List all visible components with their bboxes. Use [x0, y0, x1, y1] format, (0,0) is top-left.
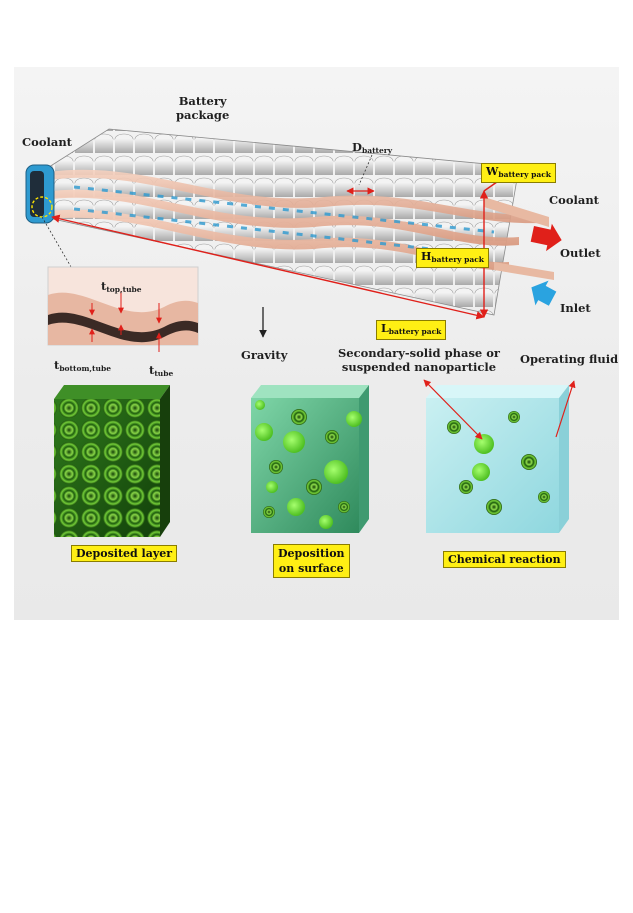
- inlet-label: Inlet: [560, 301, 591, 315]
- t-top-tube-label: ttop,tube: [101, 279, 142, 294]
- length-arrow: [51, 214, 485, 320]
- coolant-right-label: Coolant: [549, 193, 599, 207]
- operating-fluid-label: Operating fluid: [520, 352, 619, 366]
- deposition-surface-label: Deposition on surface: [273, 544, 350, 578]
- t-tube-label: ttube: [149, 363, 174, 378]
- chemical-reaction-cube: [426, 385, 569, 533]
- deposited-layer-label: Deposited layer: [71, 545, 178, 562]
- figure-artwork: [25, 128, 576, 537]
- coolant-left-label: Coolant: [22, 135, 72, 149]
- l-battery-pack-label: Lbattery pack: [376, 320, 447, 340]
- deposition-surface-cube: [251, 385, 369, 533]
- outlet-label: Outlet: [560, 246, 601, 260]
- w-battery-pack-label: Wbattery pack: [481, 163, 556, 183]
- secondary-phase-label: Secondary-solid phase or suspended nanop…: [338, 346, 500, 374]
- deposited-layer-cube: [54, 385, 170, 537]
- battery-package-label: Battery package: [176, 94, 230, 122]
- chemical-reaction-label: Chemical reaction: [443, 551, 566, 568]
- inlet-arrow: [531, 280, 557, 306]
- h-battery-pack-label: Hbattery pack: [416, 248, 489, 268]
- gravity-label: Gravity: [241, 348, 288, 362]
- figure-canvas: Battery package Coolant Coolant Outlet I…: [14, 67, 619, 620]
- outlet-arrow: [530, 223, 562, 252]
- tube-cross-section-inset: [47, 266, 199, 352]
- t-bottom-tube-label: tbottom,tube: [54, 358, 111, 373]
- d-battery-label: Dbattery: [352, 140, 393, 155]
